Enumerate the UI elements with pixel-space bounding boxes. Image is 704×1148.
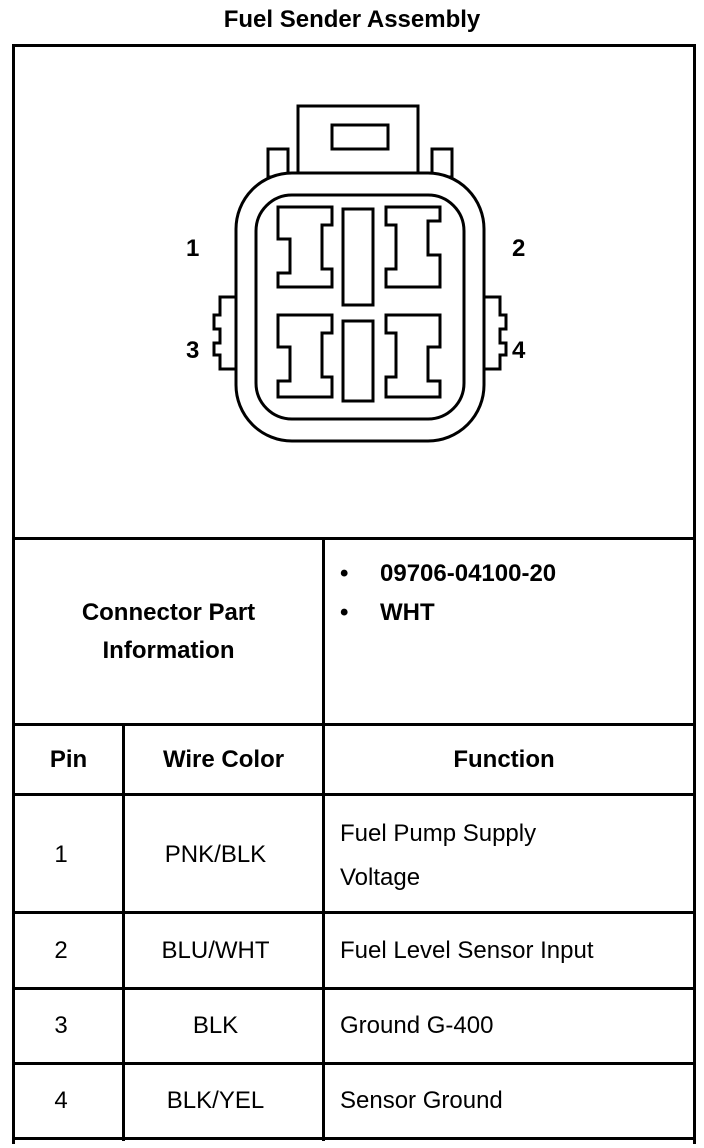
header-pin: Pin	[49, 746, 88, 773]
row-pin: 2	[54, 937, 68, 964]
divider-header-bottom	[12, 793, 696, 796]
connector-face-drawing: 1 2 3 4	[12, 47, 696, 539]
bullet-dot: •	[340, 560, 349, 587]
header-function: Function	[453, 746, 555, 773]
pin-label-3: 3	[186, 337, 200, 364]
row-wire-color: PNK/BLK	[164, 841, 267, 868]
row-function: Sensor Ground	[340, 1087, 503, 1114]
connector-info-frame	[12, 44, 696, 1144]
part-number: 09706-04100-20	[380, 560, 557, 587]
diagram-title: Fuel Sender Assembly	[223, 6, 481, 33]
terminal-cavity-3	[276, 313, 334, 399]
row-wire-color: BLK	[192, 1012, 239, 1039]
row-wire-color: BLK/YEL	[166, 1087, 265, 1114]
divider-column-wire-color	[122, 723, 125, 1141]
row-function: Ground G-400	[340, 1012, 494, 1039]
connector-side-tab-right	[480, 295, 508, 371]
terminal-cavity-4	[384, 313, 442, 399]
divider-row-4-bottom	[12, 1137, 696, 1140]
connector-center-key-lower	[341, 319, 375, 403]
divider-part-info-bottom	[12, 723, 696, 726]
pin-label-2: 2	[512, 235, 526, 262]
row-function: Fuel Level Sensor Input	[340, 937, 594, 964]
terminal-cavity-2	[384, 205, 442, 289]
divider-row-2-bottom	[12, 987, 696, 990]
row-pin: 1	[54, 841, 68, 868]
pin-label-4: 4	[512, 337, 526, 364]
row-pin: 3	[54, 1012, 68, 1039]
part-info-item: • WHT	[340, 597, 435, 629]
divider-row-1-bottom	[12, 911, 696, 914]
pin-label-1: 1	[186, 235, 200, 262]
header-wire-color: Wire Color	[162, 746, 285, 773]
connector-face-svg	[212, 104, 508, 443]
connector-side-tab-left	[212, 295, 240, 371]
divider-column-function	[322, 537, 325, 1141]
connector-latch-slot	[330, 123, 390, 151]
part-info-item: • 09706-04100-20	[340, 558, 556, 590]
row-function: Fuel Pump Supply Voltage	[340, 820, 537, 891]
part-info-label: Connector Part Information	[81, 599, 256, 664]
part-color: WHT	[380, 599, 435, 626]
bullet-dot: •	[340, 599, 349, 626]
row-wire-color: BLU/WHT	[161, 937, 270, 964]
row-pin: 4	[54, 1087, 68, 1114]
divider-row-3-bottom	[12, 1062, 696, 1065]
connector-center-key-upper	[341, 207, 375, 307]
divider-diagram-bottom	[12, 537, 696, 540]
terminal-cavity-1	[276, 205, 334, 289]
